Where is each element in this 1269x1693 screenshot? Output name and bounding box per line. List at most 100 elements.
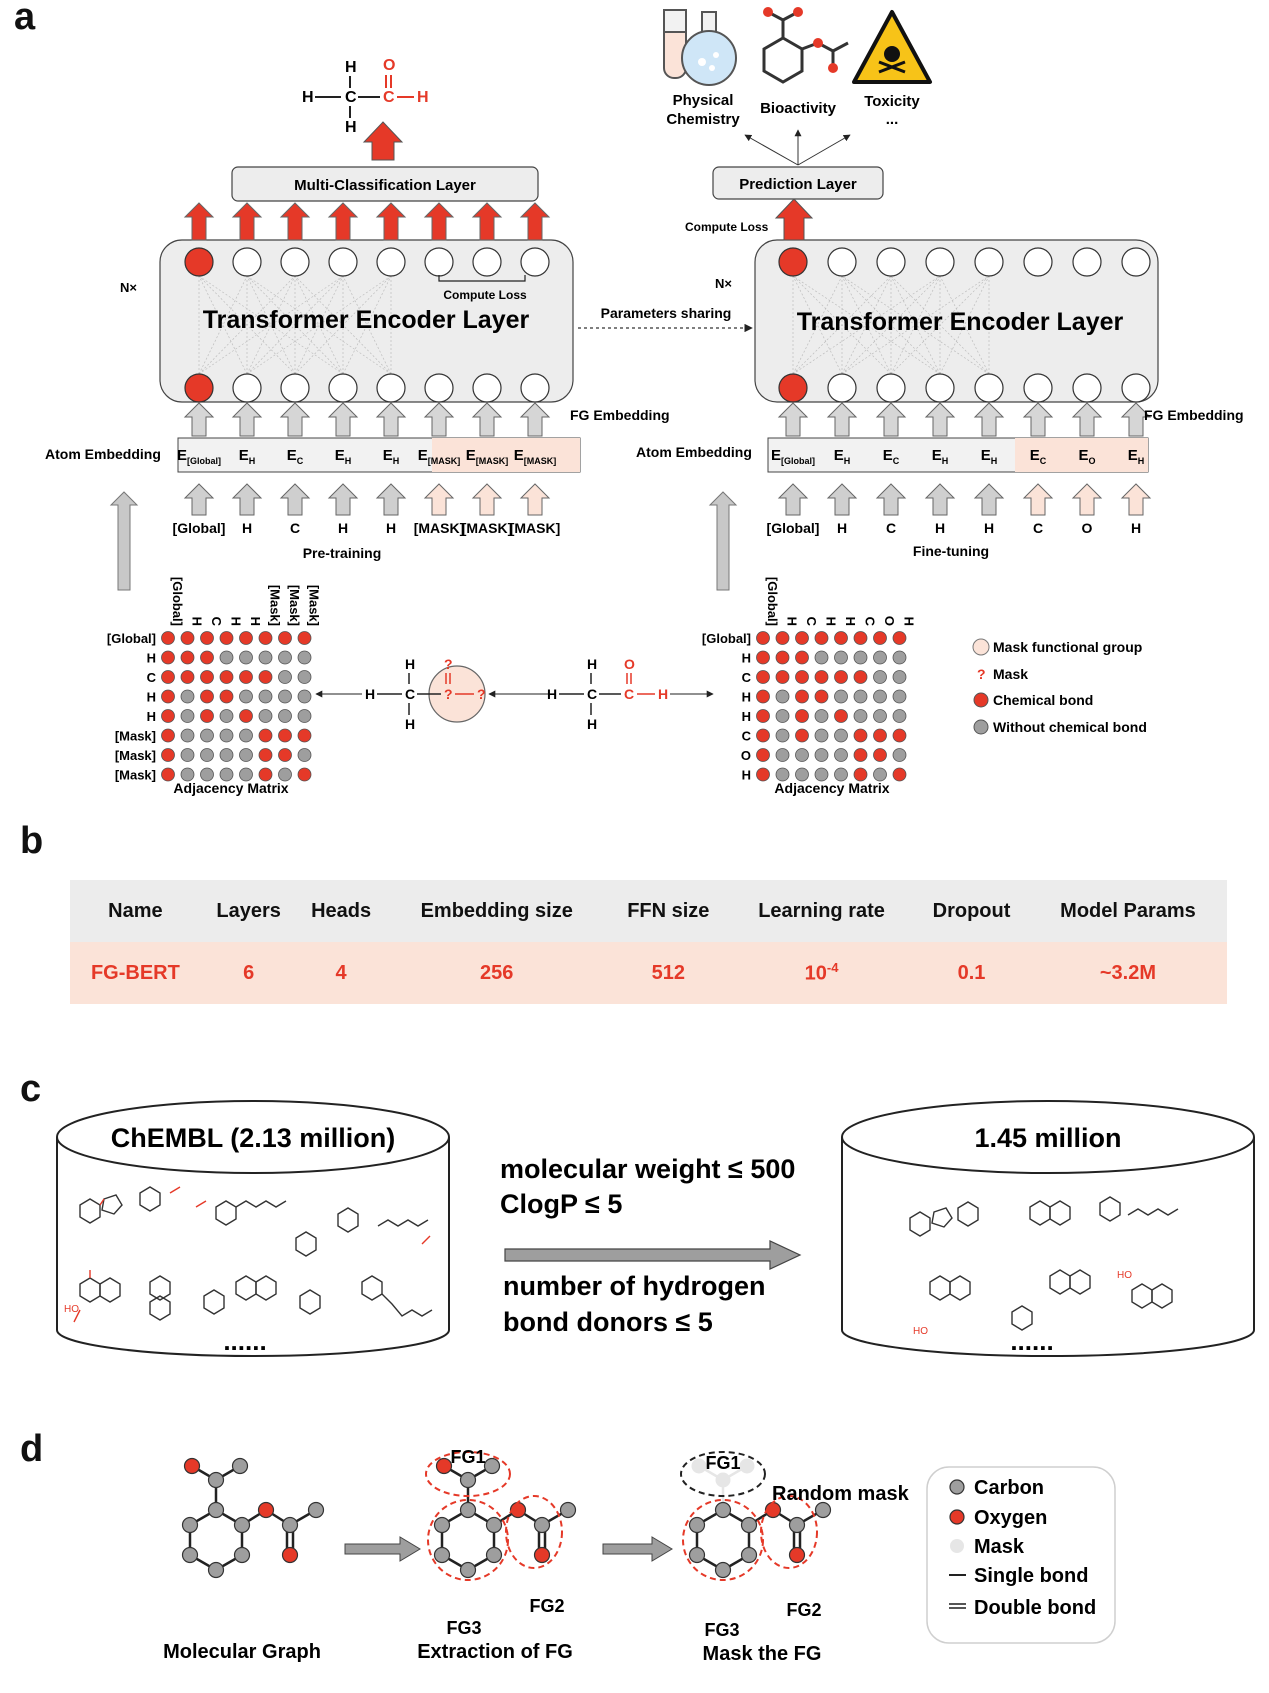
carbon-atom	[233, 1546, 251, 1564]
embed-arrow	[1071, 402, 1103, 437]
matrix-row-label: H	[742, 651, 751, 666]
table-cell-layers: 6	[200, 942, 297, 1004]
carbon-atom	[231, 1457, 249, 1475]
encoder-node	[778, 247, 808, 277]
matrix-cell	[239, 650, 253, 665]
atom-label: C	[405, 686, 415, 702]
matrix-row-label: C	[147, 670, 157, 685]
input-token: [MASK]	[462, 520, 513, 536]
embed-arrow	[777, 402, 809, 437]
attention-link	[198, 275, 344, 375]
legend-nobond: Without chemical bond	[993, 719, 1147, 735]
embed-arrow	[826, 402, 858, 437]
atom-embedding-label-left: Atom Embedding	[45, 446, 161, 462]
atom-label: O	[624, 656, 635, 672]
encoder-node	[876, 373, 906, 403]
carbon-atom	[181, 1516, 199, 1534]
atom-label: H	[302, 89, 314, 106]
input-arrow	[1022, 483, 1054, 516]
encoder-nodes-left	[184, 247, 550, 403]
matrix-cell	[161, 631, 175, 645]
table-header: Dropout	[914, 880, 1029, 942]
carbon-atom	[459, 1561, 477, 1579]
database-right-title: 1.45 million	[974, 1123, 1121, 1153]
top-molecule: H H H C C O H	[302, 57, 429, 136]
attention-link	[246, 275, 344, 375]
carbon-atom	[433, 1516, 451, 1534]
matrix-cell	[219, 650, 234, 665]
matrix-cell	[258, 767, 273, 782]
matrix-cell	[775, 689, 790, 704]
matrix-cell	[756, 650, 770, 665]
matrix-cell	[239, 728, 253, 743]
matrix-cell	[814, 650, 829, 665]
matrix-cell	[756, 670, 770, 684]
input-arrow	[231, 483, 263, 516]
matrix-cell	[180, 748, 195, 762]
encoder-box-right	[754, 239, 1159, 403]
matrix-row-label: H	[742, 768, 751, 783]
atom-label: O	[383, 57, 395, 74]
matrix-cell	[200, 709, 214, 723]
matrix-cell	[219, 709, 234, 723]
matrix-cell	[775, 767, 790, 782]
matrix-cell	[795, 631, 809, 645]
input-arrow	[519, 483, 551, 516]
encoder-node	[280, 247, 310, 277]
matrix-cell	[853, 767, 868, 782]
fg2-label-b: FG2	[529, 1596, 564, 1616]
input-token: O	[1082, 520, 1093, 536]
matrix-cell	[278, 650, 292, 665]
panel-letter-d: d	[20, 1428, 44, 1470]
input-arrow	[826, 483, 858, 516]
carbon-atom	[559, 1501, 577, 1519]
legend-oxygen: Oxygen	[974, 1507, 1047, 1529]
embed-arrow	[231, 402, 263, 437]
mask-question-mark: ?	[444, 656, 453, 672]
table-header-row: Name Layers Heads Embedding size FFN siz…	[70, 880, 1227, 942]
input-token: H	[837, 520, 847, 536]
carbon-atom	[433, 1546, 451, 1564]
matrix-cell	[278, 767, 292, 782]
compute-loss-left: Compute Loss	[443, 288, 527, 302]
matrix-cell	[180, 728, 195, 743]
mask-question-mark: ?	[477, 686, 486, 702]
encoder-node	[827, 373, 857, 403]
matrix-row-label: [Mask]	[115, 768, 156, 783]
matrix-col-label: [Mask]	[287, 585, 302, 626]
matrix-cell	[180, 709, 195, 723]
matrix-row-label: C	[742, 670, 752, 685]
embed-arrow	[327, 402, 359, 437]
encoder-node	[1023, 247, 1053, 277]
oxygen-atom	[281, 1546, 299, 1564]
matrix-cell	[795, 689, 809, 704]
matrix-cell	[795, 709, 809, 723]
matrix-cell	[756, 689, 770, 704]
matrix-cell	[795, 650, 809, 665]
molecule-thumbnails-left	[79, 1186, 433, 1321]
oxygen-atom	[257, 1501, 275, 1519]
matrix-cell	[200, 650, 214, 665]
matrix-cell	[200, 689, 214, 704]
matrix-cell	[834, 748, 848, 762]
attention-link	[294, 275, 392, 375]
oxygen-atom	[788, 1546, 806, 1564]
legend-a: Mask functional group ? Mask Chemical bo…	[972, 638, 1147, 735]
flask-icon	[681, 11, 737, 86]
input-arrow	[924, 483, 956, 516]
table-header: Model Params	[1028, 880, 1227, 942]
attention-link	[792, 275, 941, 375]
table-cell-params: ~3.2M	[1028, 942, 1227, 1004]
matrix-cell	[756, 728, 770, 743]
carbon-atom	[485, 1516, 503, 1534]
table-header: Embedding size	[385, 880, 608, 942]
legend-mask-fg: Mask functional group	[993, 639, 1142, 655]
matrix-col-label: H	[229, 617, 244, 626]
matrix-cell	[278, 631, 292, 645]
matrix-cell	[180, 689, 195, 704]
matrix-cell	[161, 650, 175, 665]
embed-arrow	[924, 402, 956, 437]
